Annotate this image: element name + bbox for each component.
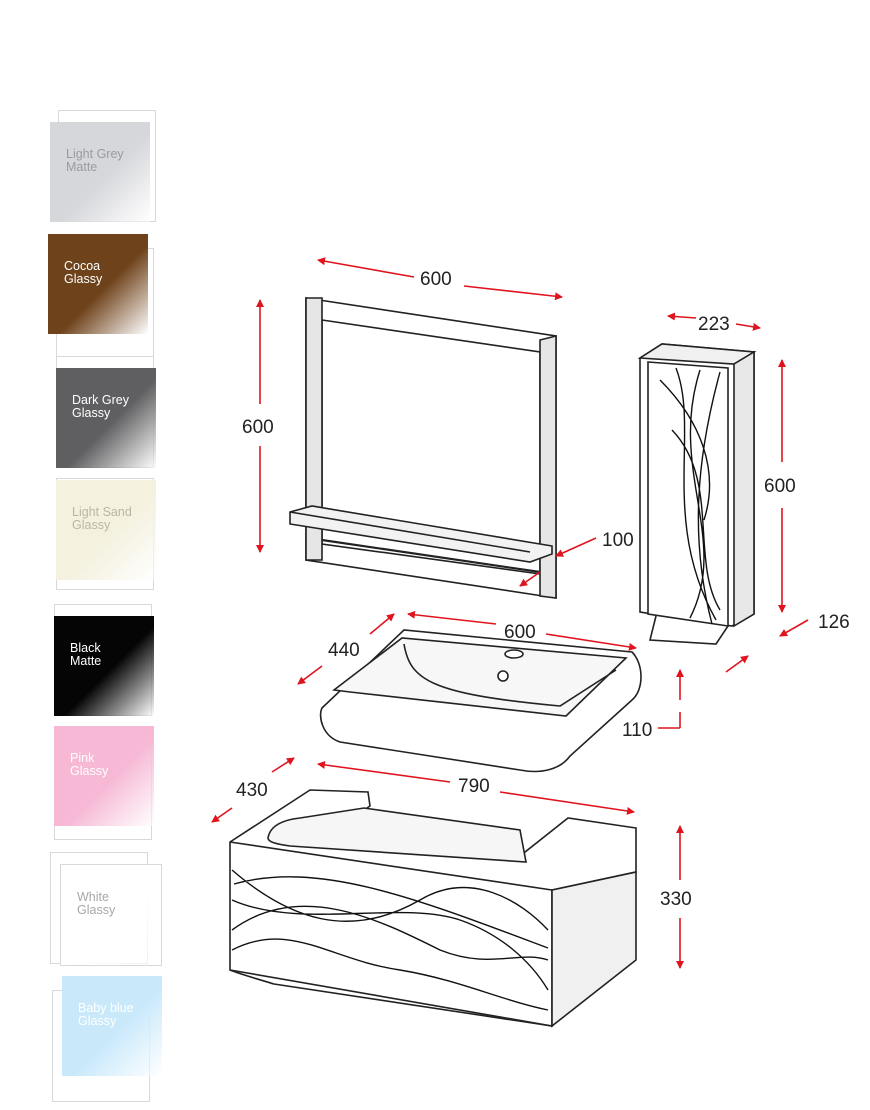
swatch-label: Baby blue Glassy — [78, 1001, 134, 1028]
swatch-label: Light Grey Matte — [66, 147, 124, 174]
arrow-vanity-width-right — [499, 791, 635, 815]
dim-mirror-height: 600 — [242, 417, 274, 438]
swatch-label: Cocoa Glassy — [64, 259, 103, 286]
arrow-cabinet-depth-bottom — [725, 655, 749, 673]
swatch-black-matte[interactable]: Black Matte — [54, 616, 154, 716]
swatch-label: Pink Glassy — [70, 751, 109, 778]
cabinet-side — [733, 350, 755, 628]
arrow-vanity-width-left — [317, 760, 451, 783]
basin-tap-hole — [504, 649, 524, 659]
arrow-vanity-depth-top — [271, 757, 295, 773]
tall-cabinet-drawing — [637, 343, 757, 645]
swatch-label: Black Matte — [70, 641, 102, 668]
vanity-top-recess — [267, 807, 527, 863]
arrow-shelf-depth — [555, 537, 597, 557]
arrow-cabinet-width-right — [735, 322, 761, 331]
arrow-cabinet-width-left — [667, 312, 697, 321]
dim-cabinet-depth: 126 — [818, 612, 850, 633]
arrow-cabinet-depth-top — [779, 619, 809, 637]
swatch-baby-blue-glassy[interactable]: Baby blue Glassy — [62, 976, 162, 1076]
dim-shelf-depth: 100 — [602, 530, 634, 551]
swatch-light-sand-glassy[interactable]: Light Sand Glassy — [56, 480, 156, 580]
vanity-drawer-edge — [229, 841, 553, 1027]
mirror-shelf-edge — [289, 511, 531, 553]
swatch-label: White Glassy — [77, 890, 116, 917]
dim-basin-depth: 440 — [328, 640, 360, 661]
arrow-vanity-depth-bottom — [211, 807, 233, 823]
arrow-basin-width-right — [545, 633, 637, 651]
towel-bar — [648, 615, 729, 645]
arrow-mirror-width-left — [317, 257, 415, 278]
basin-drain — [497, 670, 509, 682]
dim-cabinet-width: 223 — [698, 314, 730, 335]
swatch-label: Dark Grey Glassy — [72, 393, 129, 420]
arrow-shelf-depth-2 — [519, 571, 541, 587]
swatch-cocoa-glassy[interactable]: Cocoa Glassy — [48, 234, 148, 334]
swatch-light-grey-matte[interactable]: Light Grey Matte — [50, 122, 150, 222]
mirror-shelf-shadow — [321, 538, 541, 574]
dimension-arrows — [211, 257, 809, 969]
arrow-mirror-width-right — [463, 285, 563, 301]
dim-basin-width: 600 — [504, 622, 536, 643]
dim-vanity-height: 330 — [660, 889, 692, 910]
swatch-white-glassy[interactable]: White Glassy — [60, 864, 162, 966]
mirror-side-edge — [305, 297, 323, 561]
mirror-right-edge — [539, 334, 557, 599]
swatch-pink-glassy[interactable]: Pink Glassy — [54, 726, 154, 826]
dim-cabinet-height: 600 — [764, 476, 796, 497]
dim-mirror-width: 600 — [420, 269, 452, 290]
cabinet-wave-pattern — [659, 367, 721, 625]
dim-vanity-depth: 430 — [236, 780, 268, 801]
arrow-basin-depth-bottom — [297, 665, 323, 685]
vanity-side — [551, 871, 637, 1028]
arrow-basin-width-left — [407, 610, 497, 625]
dim-vanity-width: 790 — [458, 776, 490, 797]
basin-bowl-curve — [403, 643, 617, 707]
mirror-drawing — [289, 297, 557, 599]
arrow-basin-depth-top — [369, 613, 395, 635]
dimension-labels: 600 600 100 223 600 126 600 440 110 790 … — [236, 269, 850, 910]
vanity-wave-pattern — [231, 869, 549, 1011]
swatch-dark-grey-glassy[interactable]: Dark Grey Glassy — [56, 368, 156, 468]
basin-drawing — [319, 629, 642, 773]
dim-basin-height: 110 — [622, 720, 652, 741]
swatch-label: Light Sand Glassy — [72, 505, 132, 532]
cabinet-door — [647, 361, 729, 627]
vanity-drawing — [229, 789, 637, 1028]
